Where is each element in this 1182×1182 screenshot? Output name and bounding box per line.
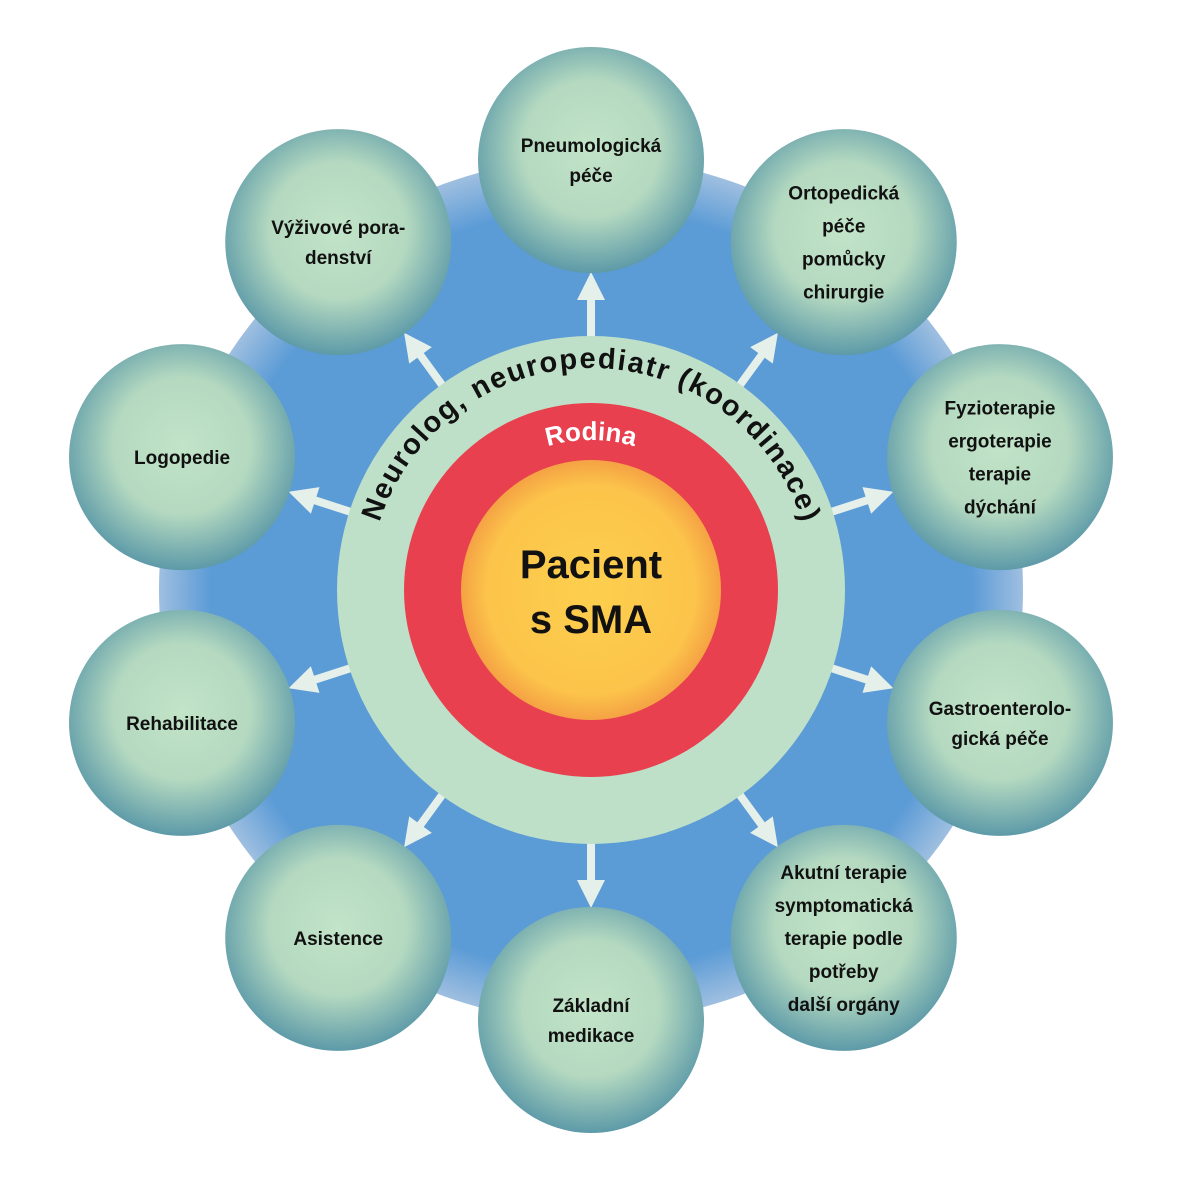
care-node-label: péče <box>822 217 865 238</box>
arrow-icon <box>577 830 605 908</box>
care-node-label: Pneumologická <box>521 136 662 157</box>
care-node: Gastroenterolo-gická péče <box>886 609 1113 836</box>
care-node-label: chirurgie <box>803 283 884 304</box>
care-node-circle <box>886 609 1113 836</box>
care-node-circle <box>225 824 452 1051</box>
care-node-circle <box>69 344 296 571</box>
care-node: Výživové pora-denství <box>225 129 452 356</box>
arrow-icon <box>577 272 605 350</box>
patient-label-line-2: s SMA <box>530 598 652 642</box>
care-node-circle <box>69 609 296 836</box>
care-node-label: péče <box>569 166 612 187</box>
care-node: Rehabilitace <box>69 609 296 836</box>
care-node-label: medikace <box>548 1026 635 1047</box>
care-node-circle <box>478 47 704 273</box>
care-node-label: Ortopedická <box>788 184 899 205</box>
care-node-circle <box>730 824 957 1051</box>
care-node: Asistence <box>225 824 452 1051</box>
care-node-label: Výživové pora- <box>271 218 405 239</box>
care-node-label: Logopedie <box>134 448 230 469</box>
care-nodes: PneumologickápéčeOrtopedickápéčepomůckyc… <box>69 47 1113 1133</box>
care-node-label: Akutní terapie <box>780 863 907 884</box>
care-node-circle <box>730 129 957 356</box>
care-node-label: terapie <box>969 465 1031 486</box>
patient-label-line-1: Pacient <box>520 543 662 587</box>
care-node-label: další orgány <box>788 995 900 1016</box>
care-node-label: dýchání <box>964 498 1037 519</box>
care-node-circle <box>886 344 1113 571</box>
care-node: Ortopedická péče pomůcky chirurgie <box>730 129 957 356</box>
care-node-label: Asistence <box>293 929 383 950</box>
care-node-label: denství <box>305 248 372 269</box>
care-node-label: gická péče <box>951 729 1048 750</box>
care-node: Základní medikace <box>478 907 704 1133</box>
care-node: Fyzioterapie ergoterapie terapie dýchání <box>886 344 1113 571</box>
care-node-label: pomůcky <box>802 250 886 271</box>
care-node-label: potřeby <box>809 962 879 983</box>
care-node-circle <box>478 907 704 1133</box>
care-node-circle <box>225 129 452 356</box>
care-node-label: Fyzioterapie <box>945 399 1056 420</box>
care-node-label: Rehabilitace <box>126 714 238 735</box>
patient-core <box>461 460 721 720</box>
care-node-label: Gastroenterolo- <box>929 699 1072 720</box>
care-node: Logopedie <box>69 344 296 571</box>
care-node: Akutní terapie symptomatická terapie podle… <box>730 824 957 1051</box>
care-node-label: ergoterapie <box>948 432 1051 453</box>
care-node-label: terapie podle <box>785 929 903 950</box>
care-node: Pneumologická péče <box>478 47 704 273</box>
care-node-label: symptomatická <box>775 896 914 917</box>
care-node-label: Základní <box>552 996 630 1017</box>
